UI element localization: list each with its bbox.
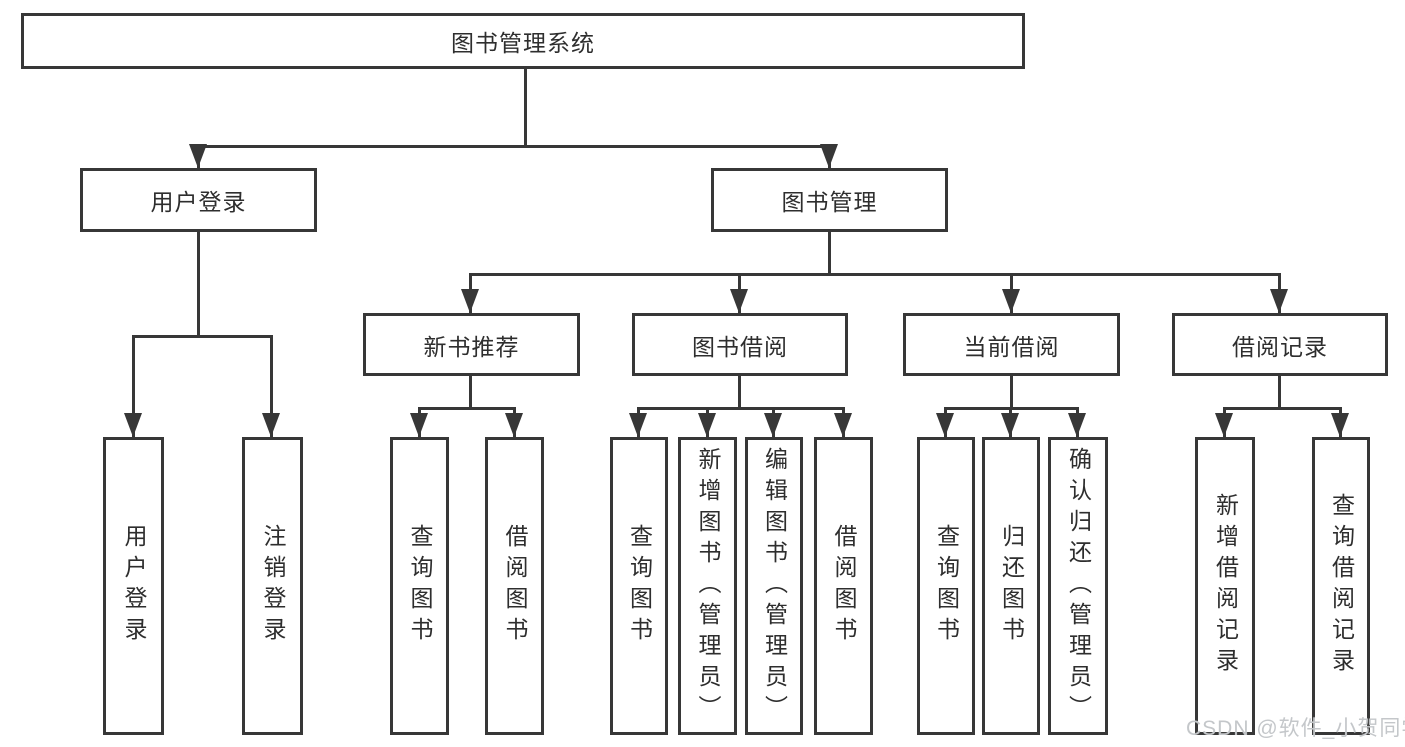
node-label: 借阅图书: [831, 524, 857, 648]
connector-line: [418, 407, 516, 410]
node-label: 图书管理: [781, 189, 878, 215]
connector-line: [132, 335, 135, 437]
node-label: 确认归还（管理员）: [1065, 446, 1092, 726]
arrowhead: [189, 144, 207, 168]
node-label: 新书推荐: [423, 333, 520, 360]
arrowhead: [936, 413, 954, 437]
node-label: 图书管理系统: [451, 30, 595, 56]
connector-line: [738, 376, 741, 409]
arrowhead: [1331, 413, 1349, 437]
node-user-login: 用户登录: [80, 168, 317, 232]
connector-line: [197, 145, 832, 148]
arrowhead: [505, 413, 523, 437]
leaf-add-books-admin: 新增图书（管理员）: [678, 437, 737, 735]
connector-line: [132, 335, 273, 338]
arrowhead: [124, 413, 142, 437]
node-label: 查询图书: [407, 524, 433, 648]
arrowhead: [1002, 289, 1020, 313]
leaf-query-borrow-record: 查询借阅记录: [1312, 437, 1370, 735]
connector-line: [1223, 407, 1342, 410]
node-book-borrowing: 图书借阅: [632, 313, 848, 376]
arrowhead: [629, 413, 647, 437]
node-borrowing-records: 借阅记录: [1172, 313, 1388, 376]
leaf-query-books-recommend: 查询图书: [390, 437, 449, 735]
connector-line: [1010, 376, 1013, 409]
arrowhead: [730, 289, 748, 313]
node-label: 借阅图书: [502, 524, 528, 648]
node-label: 注销登录: [260, 524, 286, 648]
connector-line: [1278, 376, 1281, 409]
arrowhead: [262, 413, 280, 437]
node-current-borrowing: 当前借阅: [903, 313, 1120, 376]
connector-line: [828, 232, 831, 276]
node-label: 编辑图书（管理员）: [761, 446, 788, 726]
node-label: 新增图书（管理员）: [695, 446, 721, 726]
node-book-management: 图书管理: [711, 168, 948, 232]
arrowhead: [1001, 413, 1019, 437]
arrowhead: [1215, 413, 1233, 437]
node-label: 归还图书: [998, 524, 1025, 648]
connector-line: [469, 273, 1281, 276]
leaf-query-books-borrowing: 查询图书: [610, 437, 668, 735]
node-new-book-recommend: 新书推荐: [363, 313, 580, 376]
leaf-return-books: 归还图书: [982, 437, 1040, 735]
leaf-user-login: 用户登录: [103, 437, 164, 735]
node-root-library-system: 图书管理系统: [21, 13, 1025, 69]
node-label: 查询借阅记录: [1328, 493, 1355, 679]
arrowhead: [1068, 413, 1086, 437]
connector-line: [270, 335, 273, 437]
node-label: 查询图书: [933, 524, 960, 648]
leaf-confirm-return-admin: 确认归还（管理员）: [1048, 437, 1108, 735]
leaf-borrow-books: 借阅图书: [814, 437, 873, 735]
connector-line: [197, 232, 200, 338]
leaf-edit-books-admin: 编辑图书（管理员）: [745, 437, 803, 735]
arrowhead: [764, 413, 782, 437]
node-label: 用户登录: [150, 189, 247, 215]
connector-line: [524, 69, 527, 148]
node-label: 查询图书: [626, 524, 653, 648]
node-label: 用户登录: [121, 524, 147, 648]
leaf-query-books-current: 查询图书: [917, 437, 975, 735]
node-label: 图书借阅: [692, 333, 788, 360]
leaf-logout: 注销登录: [242, 437, 303, 735]
arrowhead: [461, 289, 479, 313]
node-label: 借阅记录: [1232, 333, 1328, 360]
leaf-borrow-books-recommend: 借阅图书: [485, 437, 544, 735]
arrowhead: [698, 413, 716, 437]
arrowhead: [820, 144, 838, 168]
connector-line: [469, 376, 472, 409]
csdn-watermark: CSDN @软件_小贺同学: [1186, 717, 1405, 740]
node-label: 当前借阅: [963, 333, 1060, 360]
arrowhead: [834, 413, 852, 437]
arrowhead: [1270, 289, 1288, 313]
connector-line: [637, 407, 844, 410]
arrowhead: [410, 413, 428, 437]
leaf-add-borrow-record: 新增借阅记录: [1195, 437, 1255, 735]
node-label: 新增借阅记录: [1212, 493, 1239, 679]
